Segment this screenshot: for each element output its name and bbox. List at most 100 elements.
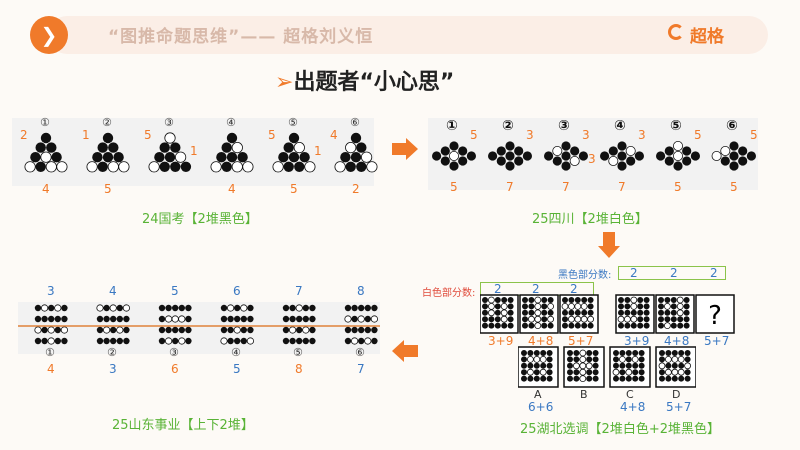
figure-label: 3 bbox=[588, 152, 596, 166]
black-dot bbox=[562, 316, 568, 323]
black-dot bbox=[738, 146, 748, 156]
black-dot bbox=[613, 350, 619, 356]
black-dot bbox=[659, 350, 665, 356]
black-dot bbox=[96, 326, 104, 334]
white-dot bbox=[579, 375, 587, 382]
black-dot bbox=[634, 151, 644, 161]
black-dot bbox=[220, 304, 228, 312]
white-dot bbox=[568, 315, 575, 323]
black-dot bbox=[630, 309, 637, 316]
black-dot bbox=[350, 132, 362, 144]
black-dot bbox=[670, 303, 677, 310]
black-dot bbox=[613, 362, 619, 369]
white-dot bbox=[684, 362, 692, 370]
black-dot bbox=[574, 322, 581, 329]
black-dot bbox=[103, 304, 110, 312]
black-dot bbox=[344, 337, 352, 345]
black-dot bbox=[678, 362, 685, 369]
figure-label: 7 bbox=[357, 362, 365, 376]
black-dot bbox=[240, 315, 247, 323]
black-dot bbox=[237, 152, 248, 163]
figure-label: 5 bbox=[144, 128, 152, 142]
figure-label: 1 bbox=[82, 128, 90, 142]
black-dot bbox=[178, 326, 185, 334]
black-dot bbox=[541, 316, 548, 323]
figure-label: ⑥ bbox=[726, 118, 738, 134]
black-dot bbox=[488, 322, 495, 329]
black-dot bbox=[544, 151, 554, 161]
black-dot bbox=[96, 337, 104, 345]
figure-label: 5 bbox=[290, 182, 298, 196]
black-dot bbox=[540, 362, 547, 369]
figure-label: 1 bbox=[190, 144, 198, 158]
black-dot bbox=[625, 362, 632, 369]
black-dot bbox=[247, 326, 254, 334]
white-dot bbox=[357, 315, 365, 323]
figure-label: ② bbox=[502, 118, 514, 134]
black-dot bbox=[34, 315, 42, 323]
white-dot bbox=[40, 304, 49, 312]
black-dot bbox=[658, 309, 664, 316]
figure-label: ③ bbox=[169, 346, 179, 359]
white-dot bbox=[103, 326, 111, 334]
black-dot bbox=[592, 369, 599, 376]
black-dot bbox=[103, 337, 110, 345]
figure-label: 6 bbox=[171, 362, 179, 376]
black-dot bbox=[505, 141, 515, 151]
figure-label: ③ bbox=[164, 116, 174, 129]
black-dot bbox=[546, 356, 553, 363]
black-dot bbox=[358, 337, 365, 345]
black-dot bbox=[282, 337, 290, 345]
black-dot bbox=[574, 309, 581, 316]
black-dot bbox=[613, 375, 619, 382]
black-dot bbox=[358, 304, 365, 312]
black-dot bbox=[528, 297, 535, 303]
black-dot bbox=[282, 304, 290, 312]
white-dot bbox=[122, 304, 131, 312]
black-dot bbox=[158, 326, 166, 334]
black-dot bbox=[671, 362, 678, 369]
black-dot bbox=[240, 326, 247, 334]
figure-label: 3+9 bbox=[488, 334, 514, 348]
black-dot bbox=[507, 316, 514, 323]
header-background bbox=[48, 16, 768, 54]
black-dot bbox=[527, 362, 534, 369]
black-dot bbox=[618, 322, 624, 329]
black-dot bbox=[123, 315, 130, 323]
figure-label: 4 bbox=[42, 182, 50, 196]
figure-label: 7 bbox=[506, 180, 514, 194]
white-dot bbox=[364, 337, 372, 345]
black-dot bbox=[567, 375, 573, 382]
black-dot bbox=[172, 337, 179, 345]
black-dot bbox=[116, 304, 124, 312]
black-dot bbox=[350, 152, 362, 163]
figure-label: 2 bbox=[710, 266, 718, 280]
figure-label: 3 bbox=[582, 128, 590, 142]
black-dot bbox=[221, 161, 232, 172]
black-dot bbox=[296, 326, 303, 334]
black-dot bbox=[449, 141, 459, 151]
hubei-question-row: ? bbox=[479, 294, 736, 334]
white-dot bbox=[579, 362, 587, 370]
black-dot bbox=[514, 156, 524, 166]
black-dot bbox=[573, 369, 580, 376]
black-dot bbox=[440, 156, 450, 166]
white-dot bbox=[165, 337, 173, 345]
white-dot bbox=[500, 309, 508, 317]
black-dot bbox=[345, 161, 356, 172]
white-dot bbox=[677, 355, 685, 363]
black-dot bbox=[625, 356, 632, 363]
black-dot bbox=[482, 303, 488, 310]
figure-label: 6 bbox=[233, 284, 241, 298]
figure-label: 2 bbox=[532, 282, 540, 296]
figure-label: 7 bbox=[295, 284, 303, 298]
white-dot bbox=[109, 304, 117, 312]
white-dot bbox=[242, 161, 254, 173]
white-dot bbox=[671, 355, 679, 363]
black-dot bbox=[624, 322, 631, 329]
white-dot bbox=[295, 304, 303, 312]
black-dot bbox=[670, 322, 677, 329]
black-dot bbox=[440, 146, 450, 156]
white-dot bbox=[569, 156, 580, 167]
figure-label: 3+9 bbox=[624, 334, 650, 348]
